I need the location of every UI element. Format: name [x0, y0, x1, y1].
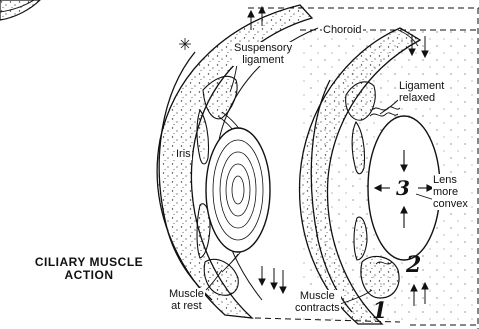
star-mark — [179, 38, 191, 50]
right-ciliary-lower — [361, 256, 399, 298]
left-iris-upper — [197, 110, 209, 164]
corner-eye-fragment — [0, 0, 40, 20]
label-ligament-line2: relaxed — [399, 92, 444, 104]
left-lens — [206, 128, 270, 252]
step-number-2: 2 — [406, 254, 421, 276]
label-lens-more-convex: Lens more convex — [432, 174, 469, 210]
label-ligament-relaxed: Ligament relaxed — [398, 80, 445, 104]
label-muscle-contracts: Muscle contracts — [294, 290, 341, 314]
label-ligament-line1: Ligament — [399, 80, 444, 92]
label-choroid: Choroid — [322, 24, 363, 36]
label-muscle-rest-line1: Muscle — [169, 288, 204, 300]
label-muscle-contracts-line2: contracts — [295, 302, 340, 314]
label-muscle-at-rest: Muscle at rest — [168, 288, 205, 312]
diagram-title: CILIARY MUSCLE ACTION — [14, 256, 164, 282]
label-suspensory-line2: ligament — [234, 54, 292, 66]
label-suspensory-ligament: Suspensory ligament — [233, 42, 293, 66]
title-line-2: ACTION — [14, 269, 164, 282]
label-muscle-contracts-line1: Muscle — [295, 290, 340, 302]
label-muscle-rest-line2: at rest — [169, 300, 204, 312]
left-bottom-arrows — [259, 266, 286, 293]
label-lens-line2: more — [433, 186, 468, 198]
label-lens-line3: convex — [433, 198, 468, 210]
step-number-1: 1 — [372, 300, 387, 322]
label-lens-line1: Lens — [433, 174, 468, 186]
label-iris: Iris — [175, 148, 192, 160]
step-number-3: 3 — [396, 178, 410, 198]
label-suspensory-line1: Suspensory — [234, 42, 292, 54]
